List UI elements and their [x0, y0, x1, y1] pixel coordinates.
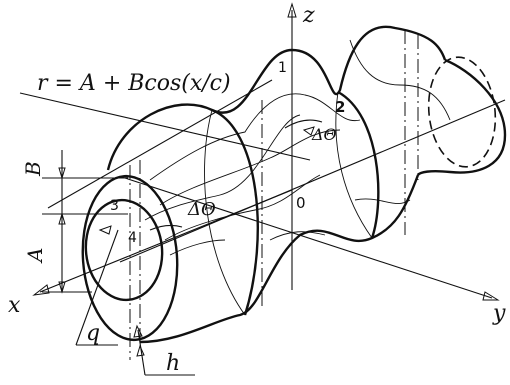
groove-7 — [269, 231, 326, 241]
section-3 — [337, 90, 380, 239]
angle-arc-upper — [284, 119, 323, 129]
z-axis-label: z — [302, 3, 315, 28]
angle-arrow-upper — [302, 126, 315, 136]
point-label-2: 2 — [335, 98, 345, 116]
angle-markers — [98, 119, 323, 235]
groove-6 — [354, 198, 411, 204]
param-A-label: A — [23, 248, 47, 264]
dim-A-arrow — [58, 281, 66, 294]
formula-label: r = A + Bcos(x/c) — [37, 71, 231, 96]
angle-arc-lower — [149, 224, 183, 231]
dim-B-arrow — [58, 167, 66, 180]
labels: r = A + Bcos(x/c) z x y 0 A B q h ΔΘ ΔΘ … — [8, 3, 506, 376]
point-label-1: 1 — [278, 60, 287, 76]
origin-label: 0 — [296, 194, 306, 212]
leader-q — [75, 229, 119, 346]
section-3-hidden — [335, 91, 373, 239]
dimension-lines — [19, 79, 311, 376]
top-contour — [106, 25, 447, 171]
angle-arrow-lower — [98, 225, 112, 235]
z-axis-arrow — [287, 2, 297, 18]
point-label-3: 3 — [110, 198, 119, 214]
coordinate-axes — [32, 2, 506, 301]
groove-1 — [149, 93, 361, 181]
leader-formula-1 — [19, 92, 311, 161]
x-axis-label: x — [8, 293, 21, 318]
section-2-hidden — [204, 109, 246, 316]
y-axis — [124, 177, 493, 299]
bottom-contour — [139, 174, 420, 344]
y-axis-label: y — [492, 301, 506, 326]
body-outline — [106, 25, 507, 344]
y-axis-arrow — [482, 291, 500, 301]
point-label-4: 4 — [128, 230, 137, 246]
h-arrow — [133, 324, 143, 338]
angle-label-lower: ΔΘ — [187, 199, 216, 220]
rear-hidden-ellipse — [427, 56, 497, 168]
front-inner-ellipse — [84, 198, 164, 302]
param-h-label: h — [166, 351, 180, 376]
section-2 — [211, 108, 259, 316]
groove-8 — [169, 239, 226, 256]
front-end-face — [81, 174, 179, 342]
groove-5 — [349, 39, 451, 121]
body-axis — [119, 99, 506, 263]
leader-h — [137, 329, 146, 376]
groove-3 — [144, 114, 301, 221]
right-end-contour — [417, 58, 507, 176]
leader-formula-2 — [47, 79, 273, 209]
centre-lines — [129, 30, 419, 360]
angle-label-upper: ΔΘ — [311, 125, 337, 144]
param-B-label: B — [21, 161, 45, 177]
section-ellipses — [204, 90, 380, 316]
h-arrow2 — [136, 344, 145, 357]
groove-2 — [159, 129, 341, 206]
spiral-grooves — [144, 39, 451, 256]
param-q-label: q — [86, 321, 100, 346]
groove-4 — [164, 174, 321, 241]
x-axis-arrow — [32, 284, 50, 296]
front-outer-ellipse — [81, 174, 179, 342]
